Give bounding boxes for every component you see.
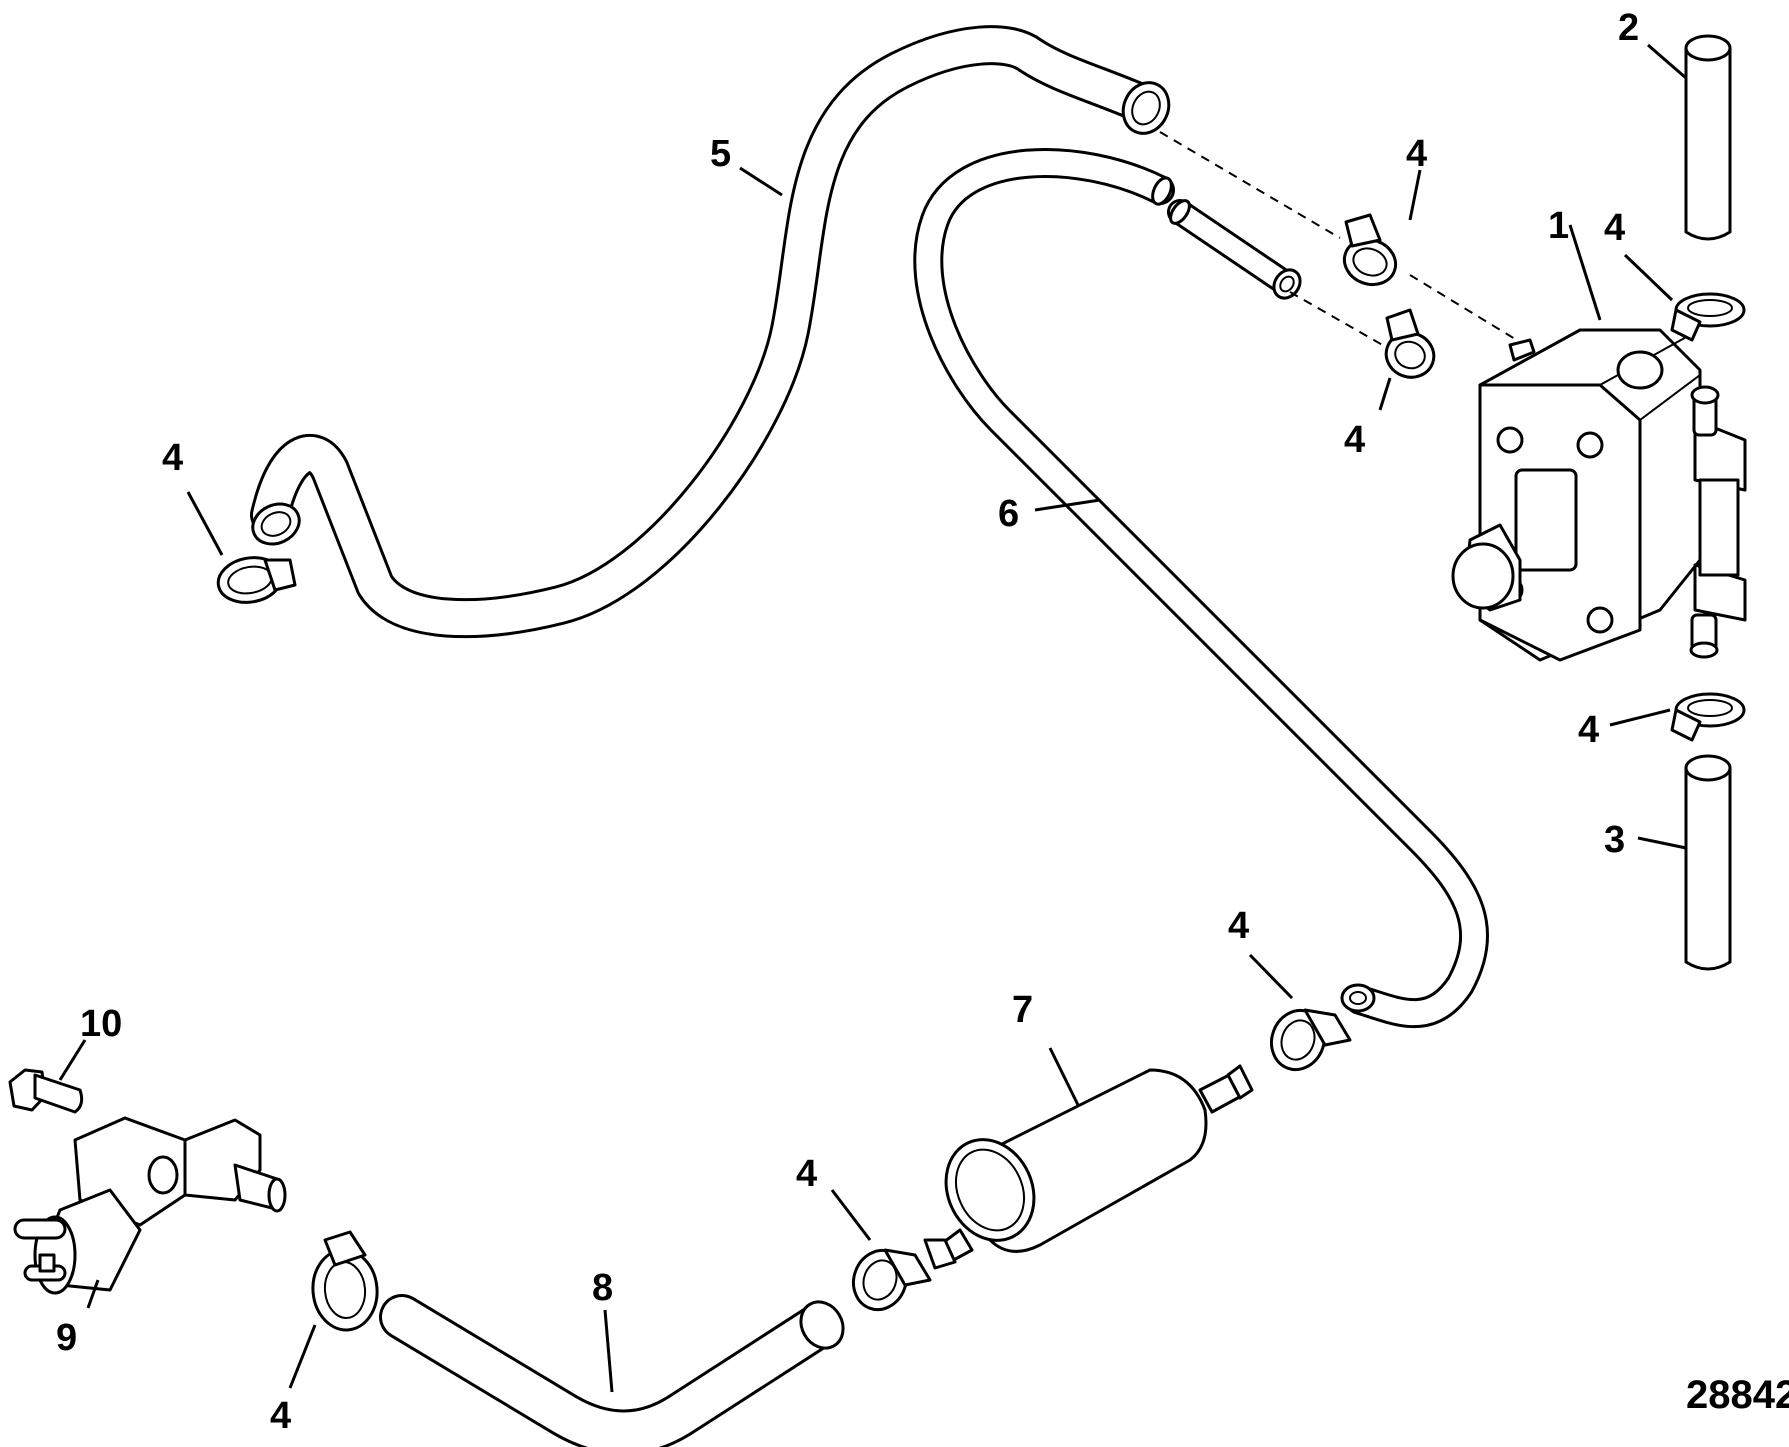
callout-4-filter-inlet: 4 [796, 1153, 817, 1195]
hose-5 [250, 25, 1171, 639]
callout-8: 8 [592, 1267, 613, 1309]
clamp-4-upper-mid [1342, 213, 1398, 287]
callout-4-top-right: 4 [1604, 207, 1625, 249]
callout-labels: 1 2 3 5 6 7 8 9 10 4 4 4 4 4 4 4 4 28842 [56, 7, 1789, 1437]
callout-7: 7 [1012, 989, 1033, 1031]
clamp-4-bottom-right [1670, 692, 1746, 742]
callout-6: 6 [998, 493, 1019, 535]
callout-4-bottom-right: 4 [1578, 709, 1599, 751]
callout-4-left: 4 [162, 437, 183, 479]
callout-4-hose6-end: 4 [1228, 905, 1249, 947]
leader-lines [58, 43, 1687, 1393]
callout-4-bottom-left: 4 [270, 1395, 291, 1437]
screw [8, 1068, 84, 1114]
callout-5: 5 [710, 133, 731, 175]
callout-3: 3 [1604, 819, 1625, 861]
clamp-4-bottom-left [311, 1230, 379, 1332]
short-hose-segment [1167, 199, 1302, 300]
callout-4-lower-mid: 4 [1344, 419, 1365, 461]
hose-8 [379, 1294, 845, 1447]
callout-2: 2 [1618, 7, 1639, 49]
callout-10: 10 [80, 1003, 122, 1045]
figure-number: 28842 [1686, 1373, 1789, 1417]
callout-4-upper-mid: 4 [1406, 133, 1427, 175]
clamp-4-filter-inlet [852, 1248, 932, 1312]
hose-2 [1684, 34, 1732, 241]
fuel-connector [13, 1116, 287, 1295]
callout-1: 1 [1548, 205, 1569, 247]
clamp-4-near-hose6-end [1270, 1008, 1352, 1072]
clamp-4-top-right [1670, 292, 1746, 342]
hose-6 [913, 148, 1489, 1029]
fuel-pump [1451, 328, 1747, 662]
clamp-4-lower-mid [1384, 308, 1436, 379]
callout-9: 9 [56, 1317, 77, 1359]
fuel-filter [923, 1064, 1254, 1270]
clamp-4-left-hose5 [216, 556, 297, 604]
hose-3 [1684, 754, 1732, 971]
